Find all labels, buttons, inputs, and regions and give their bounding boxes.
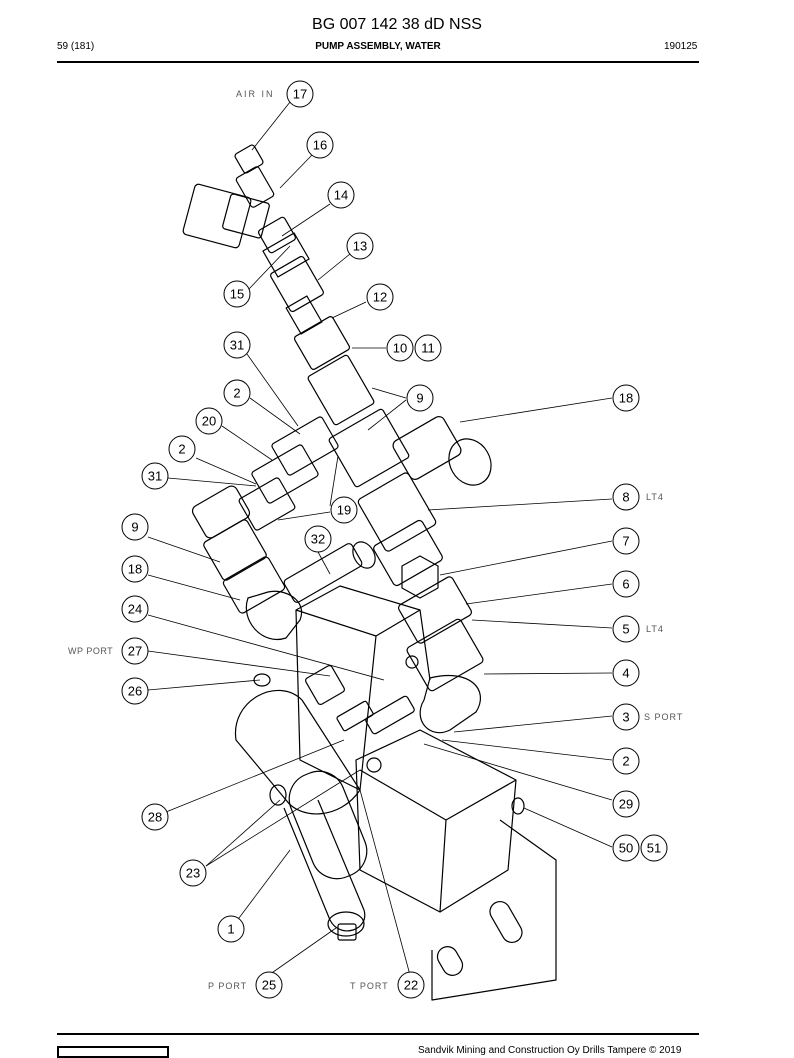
callout-50: 50 [619, 841, 633, 856]
callout-17: 17 [293, 87, 307, 102]
s-port-label: S PORT [644, 712, 683, 722]
air-in-label: AIR IN [236, 89, 275, 99]
port-labels: AIR IN WP PORT S PORT P PORT T PORT LT4 … [68, 89, 683, 991]
wp-port-label: WP PORT [68, 646, 113, 656]
callout-14: 14 [334, 188, 348, 203]
callout-8: 8 [622, 490, 629, 505]
footer-copyright: Sandvik Mining and Construction Oy Drill… [418, 1045, 682, 1056]
callout-11: 11 [421, 341, 435, 356]
sandvik-logo [57, 1046, 169, 1058]
callout-18: 18 [619, 391, 633, 406]
assembly-drawing [182, 144, 557, 1001]
callout-18: 18 [128, 562, 142, 577]
callout-13: 13 [353, 239, 367, 254]
callout-15: 15 [230, 287, 244, 302]
callout-23: 23 [186, 866, 200, 881]
callout-16: 16 [313, 138, 327, 153]
callout-20: 20 [202, 414, 216, 429]
callout-5: 5 [622, 622, 629, 637]
callout-31: 31 [230, 338, 244, 353]
callout-4: 4 [622, 666, 629, 681]
callout-3: 3 [622, 710, 629, 725]
lt4-label-8: LT4 [646, 492, 664, 502]
callout-19: 19 [337, 503, 351, 518]
callout-22: 22 [404, 978, 418, 993]
section-title: PUMP ASSEMBLY, WATER [315, 41, 441, 52]
lt4-label-5: LT4 [646, 624, 664, 634]
callout-51: 51 [647, 841, 661, 856]
callout-12: 12 [373, 290, 387, 305]
callout-26: 26 [128, 684, 142, 699]
callout-7: 7 [622, 534, 629, 549]
header-rule [57, 61, 699, 63]
date-code: 190125 [664, 41, 698, 52]
callout-6: 6 [622, 577, 629, 592]
callout-2: 2 [178, 442, 185, 457]
callout-9: 9 [131, 520, 138, 535]
leader-lines [147, 101, 613, 978]
callout-29: 29 [619, 797, 633, 812]
callout-1: 1 [227, 922, 234, 937]
callout-27: 27 [128, 644, 142, 659]
page-number: 59 (181) [57, 41, 95, 52]
callout-25: 25 [262, 978, 276, 993]
callout-32: 32 [311, 532, 325, 547]
footer-rule [57, 1033, 699, 1035]
callout-circles [121, 80, 668, 999]
callout-numbers: 17 16 14 13 15 12 10 11 31 2 9 18 20 2 3… [128, 87, 661, 993]
callout-2: 2 [622, 754, 629, 769]
callout-28: 28 [148, 810, 162, 825]
callout-2: 2 [233, 386, 240, 401]
callout-9: 9 [416, 391, 423, 406]
p-port-label: P PORT [208, 981, 247, 991]
document-id: BG 007 142 38 dD NSS [312, 16, 482, 33]
callout-31: 31 [148, 469, 162, 484]
t-port-label: T PORT [350, 981, 389, 991]
callout-24: 24 [128, 602, 142, 617]
callout-10: 10 [393, 341, 407, 356]
